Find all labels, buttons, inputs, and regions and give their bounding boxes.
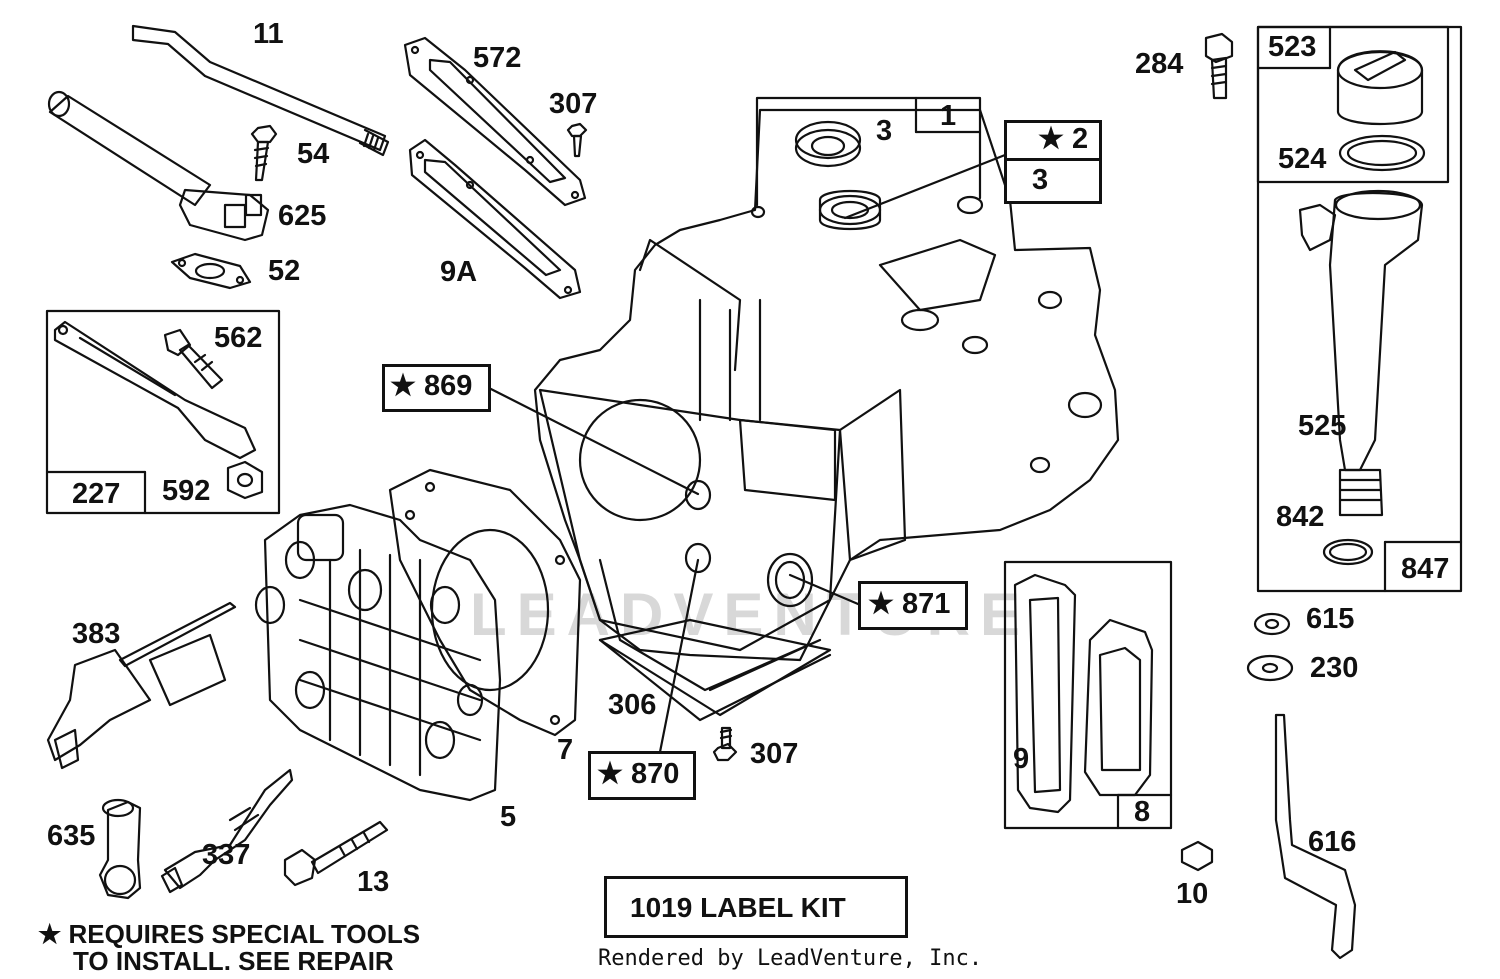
part-label-9: 9 <box>1013 743 1030 775</box>
part-label-592: 592 <box>162 475 211 507</box>
part-label-5: 5 <box>500 801 517 833</box>
screw-10-part <box>1180 840 1214 872</box>
gasket-572-part <box>403 36 587 207</box>
cylinder-head-part <box>254 503 502 802</box>
label-kit-box <box>604 876 908 938</box>
dipstick-tube-part <box>131 24 390 157</box>
part-label-523: 523 <box>1268 31 1317 63</box>
part-label-230: 230 <box>1310 652 1359 684</box>
callout-870 <box>588 751 696 800</box>
part-label-871: ★ 871 <box>868 588 951 620</box>
part-label-625: 625 <box>278 200 327 232</box>
callout-869 <box>382 364 491 412</box>
screw-54-part <box>250 124 278 182</box>
ref-box-divider <box>1007 158 1099 161</box>
part-label-7: 7 <box>557 734 574 766</box>
dipstick-616-part <box>1274 713 1357 960</box>
part-label-52: 52 <box>268 255 301 287</box>
governor-lever-part <box>53 320 257 460</box>
bolt-13-part <box>283 820 389 887</box>
leader-870 <box>658 558 700 754</box>
spark-plug-boot-part <box>98 798 142 900</box>
part-label-615: 615 <box>1306 603 1355 635</box>
box-1-outline <box>755 96 982 207</box>
footnote-line-1: ★ REQUIRES SPECIAL TOOLS <box>38 919 421 949</box>
bolt-562-part <box>163 328 224 390</box>
part-label-616: 616 <box>1308 826 1357 858</box>
bolt-284-part <box>1204 32 1234 100</box>
part-label-13: 13 <box>357 866 390 898</box>
part-label-524: 524 <box>1278 143 1327 175</box>
part-label-54: 54 <box>297 138 330 170</box>
part-label-1: 1 <box>940 100 957 132</box>
oring-842-part <box>1322 538 1374 566</box>
screw-307-top-part <box>566 122 588 158</box>
oil-seal-part <box>794 120 862 168</box>
dipstick-box-outline <box>1256 25 1463 593</box>
part-label-306: 306 <box>608 689 657 721</box>
part-label-870: ★ 870 <box>597 758 680 790</box>
breather-tube-clamp-part <box>47 90 270 242</box>
part-label-9a: 9A <box>440 256 478 288</box>
part-label-11: 11 <box>253 18 284 50</box>
part-label-307-bottom: 307 <box>750 738 799 770</box>
part-label-847: 847 <box>1401 553 1450 585</box>
oil-cap-part <box>1336 50 1424 126</box>
footnote-line-2: TO INSTALL. SEE REPAIR <box>73 946 394 976</box>
part-label-842: 842 <box>1276 501 1325 533</box>
part-label-869: ★ 869 <box>390 370 473 402</box>
engine-block-part <box>533 108 1120 722</box>
leader-2 <box>843 153 1007 220</box>
gasket-306-part <box>598 618 832 717</box>
washer-230-part <box>1246 654 1294 682</box>
leader-869 <box>483 384 700 496</box>
part-label-10: 10 <box>1176 878 1209 910</box>
part-label-2: ★ 2 <box>1038 123 1089 155</box>
rendered-by-credit: Rendered by LeadVenture, Inc. <box>598 946 983 971</box>
part-label-562: 562 <box>214 322 263 354</box>
governor-box-outline <box>45 309 281 515</box>
head-gasket-part <box>388 468 582 737</box>
part-label-3-box: 3 <box>1032 164 1049 196</box>
label-kit-text: 1019 LABEL KIT <box>630 892 846 923</box>
part-label-227: 227 <box>72 478 121 510</box>
part-label-307-top: 307 <box>549 88 598 120</box>
part-label-572: 572 <box>473 42 522 74</box>
nut-592-part <box>226 460 264 500</box>
breather-cover-part <box>1083 618 1154 797</box>
screw-307-bottom-part <box>712 726 738 762</box>
leader-871 <box>788 573 860 606</box>
breather-gasket-9-part <box>1013 573 1077 814</box>
gasket-52-part <box>170 252 252 290</box>
spark-plug-part <box>160 768 294 894</box>
part-label-8: 8 <box>1134 796 1151 828</box>
part-label-3-seal: 3 <box>876 115 893 147</box>
fill-tube-525-part <box>1298 189 1424 517</box>
washer-615-part <box>1253 612 1291 636</box>
callout-871 <box>858 581 968 630</box>
ref-box-2-3 <box>1004 120 1102 204</box>
part-label-284: 284 <box>1135 48 1184 80</box>
part-label-635: 635 <box>47 820 96 852</box>
part-label-383: 383 <box>72 618 121 650</box>
spark-plug-tool-part <box>46 601 237 770</box>
part-label-337: 337 <box>202 839 251 871</box>
oring-524-part <box>1338 134 1426 172</box>
gasket-9a-part <box>408 138 582 300</box>
part-label-525: 525 <box>1298 410 1347 442</box>
